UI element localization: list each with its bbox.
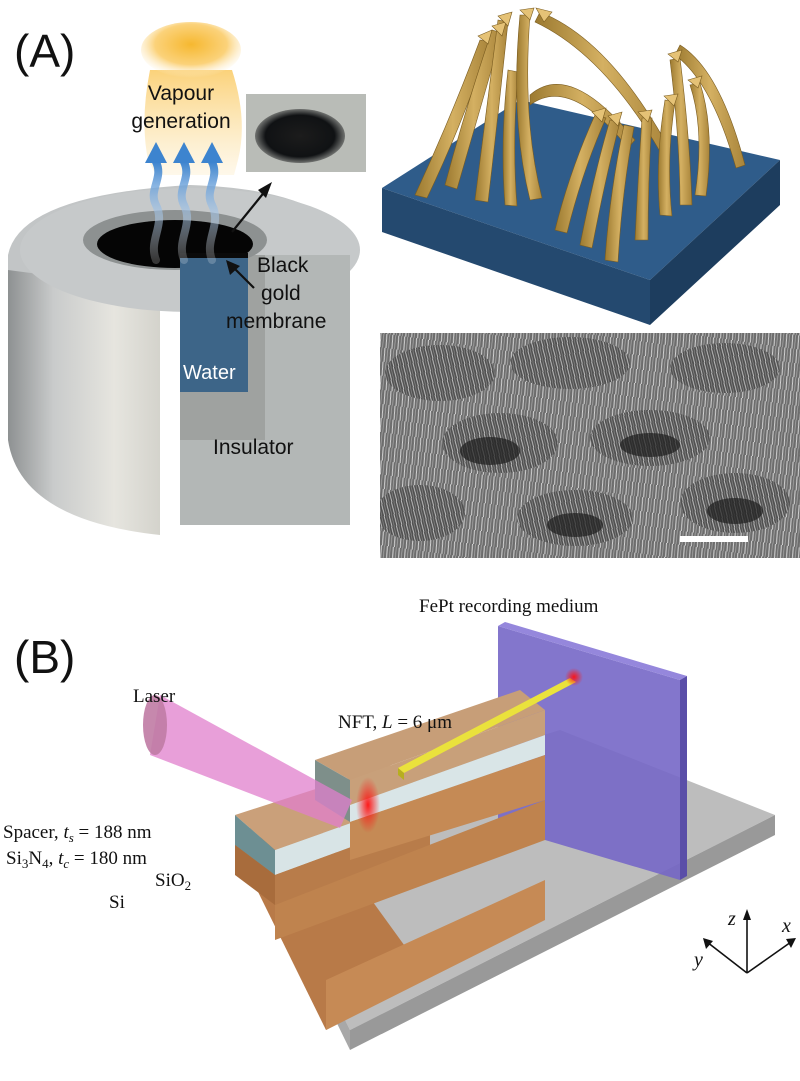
label-generation: generation: [131, 110, 230, 133]
sem-pores: [380, 337, 790, 546]
vapour-generation-schematic: Vapour generation Black gold membrane Wa…: [8, 22, 366, 535]
nanowire-3d-render: [382, 7, 780, 325]
label-spacer: Spacer, ts = 188 nm: [3, 822, 152, 845]
label-gold: gold: [261, 282, 301, 305]
arrow-heads: [145, 142, 223, 163]
gold-nanowires: [414, 11, 746, 263]
label-nft: NFT, L = 6 μm: [338, 712, 452, 733]
hotspot-coupler: [356, 777, 380, 833]
vapour-plume: [141, 22, 242, 175]
label-sio2: SiO2: [155, 870, 191, 893]
substrate-block: [382, 100, 780, 325]
coordinate-axes: [703, 909, 796, 974]
label-fept-medium: FePt recording medium: [419, 596, 599, 617]
axis-label-z: z: [727, 908, 736, 930]
panel-b-label: (B): [14, 631, 76, 683]
pointer-arrow-to-membrane: [226, 260, 255, 289]
vapour-arrows: [149, 158, 220, 264]
panel-a-label: (A): [14, 25, 76, 77]
label-membrane: membrane: [226, 310, 326, 333]
laser-beam: [143, 695, 352, 828]
label-laser: Laser: [133, 686, 176, 707]
membrane-photo-inset: [246, 94, 366, 172]
insulator-cylinder: [8, 185, 360, 535]
label-si: Si: [109, 892, 125, 913]
label-insulator: Insulator: [213, 436, 294, 459]
axis-label-x: x: [781, 915, 791, 937]
nanowire-tips: [477, 7, 703, 127]
hotspot-medium: [565, 668, 583, 686]
label-water: Water: [183, 362, 236, 384]
nft-antenna: [398, 678, 576, 780]
waveguide-stack: [235, 690, 545, 1030]
label-si3n4: Si3N4, tc = 180 nm: [6, 848, 147, 871]
scale-bar: [680, 536, 748, 542]
label-vapour: Vapour: [148, 82, 214, 105]
water-region: [180, 257, 248, 392]
pointer-arrow-to-photo: [231, 182, 272, 233]
label-black: Black: [257, 254, 309, 277]
hamr-device-schematic: FePt recording medium Laser NFT, L = 6 μ…: [3, 596, 796, 1050]
axis-label-y: y: [692, 949, 703, 971]
sem-image: [380, 333, 800, 558]
